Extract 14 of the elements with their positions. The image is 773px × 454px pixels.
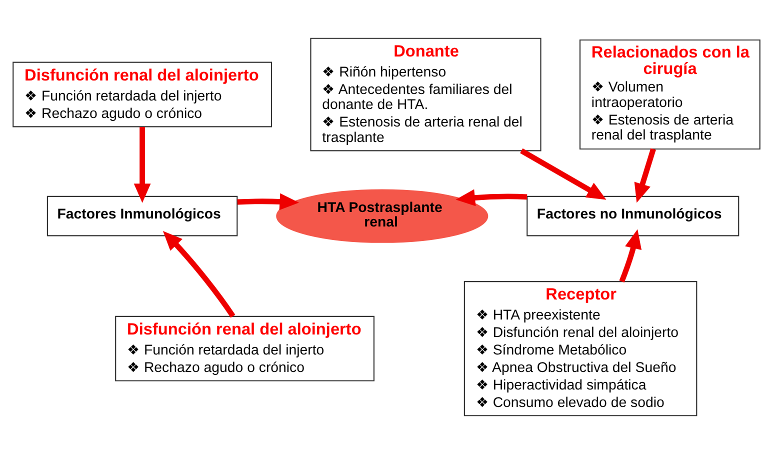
arrow [456, 189, 528, 206]
node-box: Receptor ❖ HTA preexistente ❖ Disfunción renal del aloinjerto ❖ Síndrome Metabólico ❖ Apnea Obstructiva del Sueño ❖ Hiperactividad simpática ❖ Consumo elevado de sodio [464, 281, 698, 416]
node-box: Disfunción renal del aloinjerto ❖ Función retardada del injerto ❖ Rechazo agudo o crónico [115, 316, 374, 382]
node-box: Relacionados con la cirugía ❖ Volumen intraoperatorio ❖ Estenosis de arteria renal del trasplante [579, 39, 760, 150]
node-box: Disfunción renal del aloinjerto ❖ Función retardada del injerto ❖ Rechazo agudo o crónico [12, 62, 272, 128]
arrow [134, 126, 151, 203]
arrow [162, 231, 236, 318]
node-box: Factores no Inmunológicos [526, 196, 740, 236]
arrow [237, 193, 300, 210]
node-box: Donante ❖ Riñón hipertenso ❖ Antecedentes familiares del donante de HTA. ❖ Estenosis de arteria renal del trasplante [310, 38, 542, 152]
arrow [634, 148, 656, 203]
node-box: Factores Inmunológicos [46, 196, 238, 236]
arrow [520, 148, 606, 200]
arrow [619, 229, 642, 282]
